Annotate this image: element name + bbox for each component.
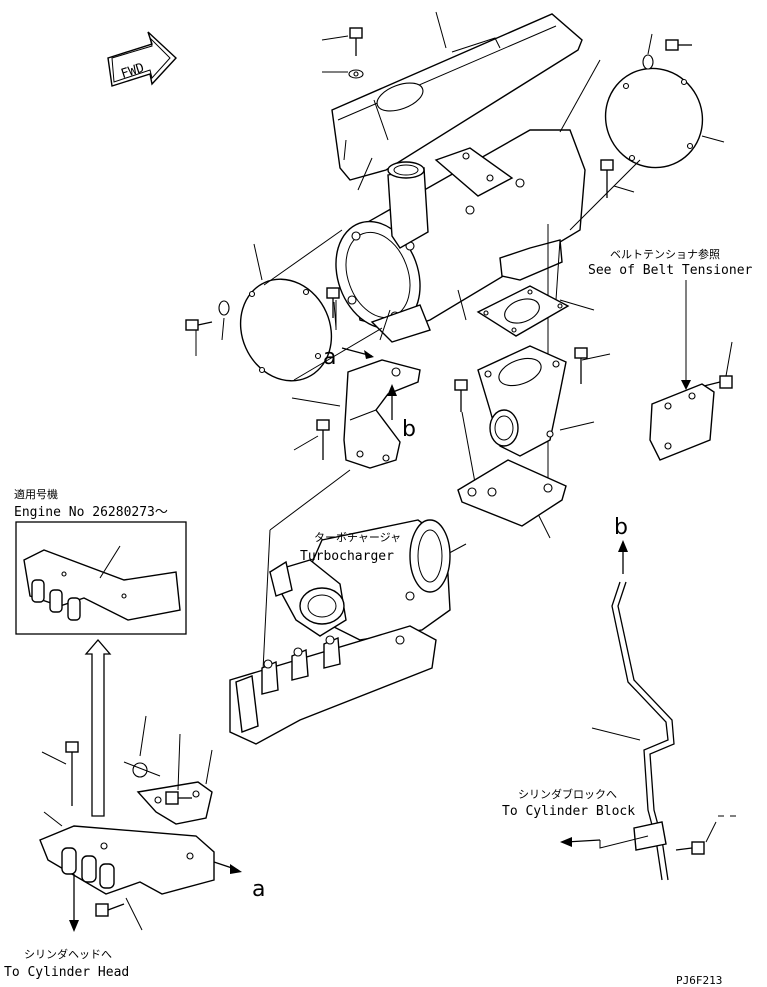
ref-b-pipe: b [614,515,628,540]
muffler-left-end-plate [239,278,333,382]
drawing-id: PJ6F213 [676,974,722,987]
ref-a-upper: a [323,345,336,370]
muffler-bolts [185,27,692,331]
lower-bracket [39,781,215,895]
cyl-block-label-en: To Cylinder Block [502,804,635,819]
pipe-bolt [691,841,705,855]
belt-label-jp: ベルトテンショナ参照 [610,247,720,261]
fwd-label: FWD [119,61,146,83]
turbo-label-en: Turbocharger [300,549,394,564]
muffler-body [335,129,586,343]
arrow-down-icon [681,380,691,390]
applicable-engine-box [15,521,187,635]
oil-pipe [611,581,675,881]
muffler-right-end-plate [604,67,704,169]
turbo-mount-plate [457,459,567,527]
applicable-label-en: Engine No 26280273～ [14,505,168,520]
muffler-bracket [343,359,421,469]
arrow-up-icon [84,639,112,817]
ref-a-lower: a [252,877,265,902]
ref-b-upper: b [402,417,416,442]
cyl-head-label-jp: シリンダヘッドへ [24,947,112,961]
cyl-block-label-jp: シリンダブロックへ [518,787,617,801]
elbow-pipe [477,345,567,457]
belt-label-en: See of Belt Tensioner [588,263,753,278]
elbow-bolts [316,347,733,460]
lower-bolts [65,741,192,917]
alignment-lines [261,59,641,691]
exhaust-manifold [229,625,437,745]
gasket [476,285,570,337]
fwd-arrow-icon [107,31,177,87]
leader-lines-lower [41,715,213,931]
muffler-cover [331,13,583,181]
turbocharger [268,519,451,641]
inset-bracket [23,545,181,621]
applicable-label-jp: 適用号機 [14,487,58,501]
belt-tensioner-bracket [649,383,715,461]
cyl-head-label-en: To Cylinder Head [4,965,129,980]
turbo-label-jp: ターボチャージャ [314,531,401,544]
